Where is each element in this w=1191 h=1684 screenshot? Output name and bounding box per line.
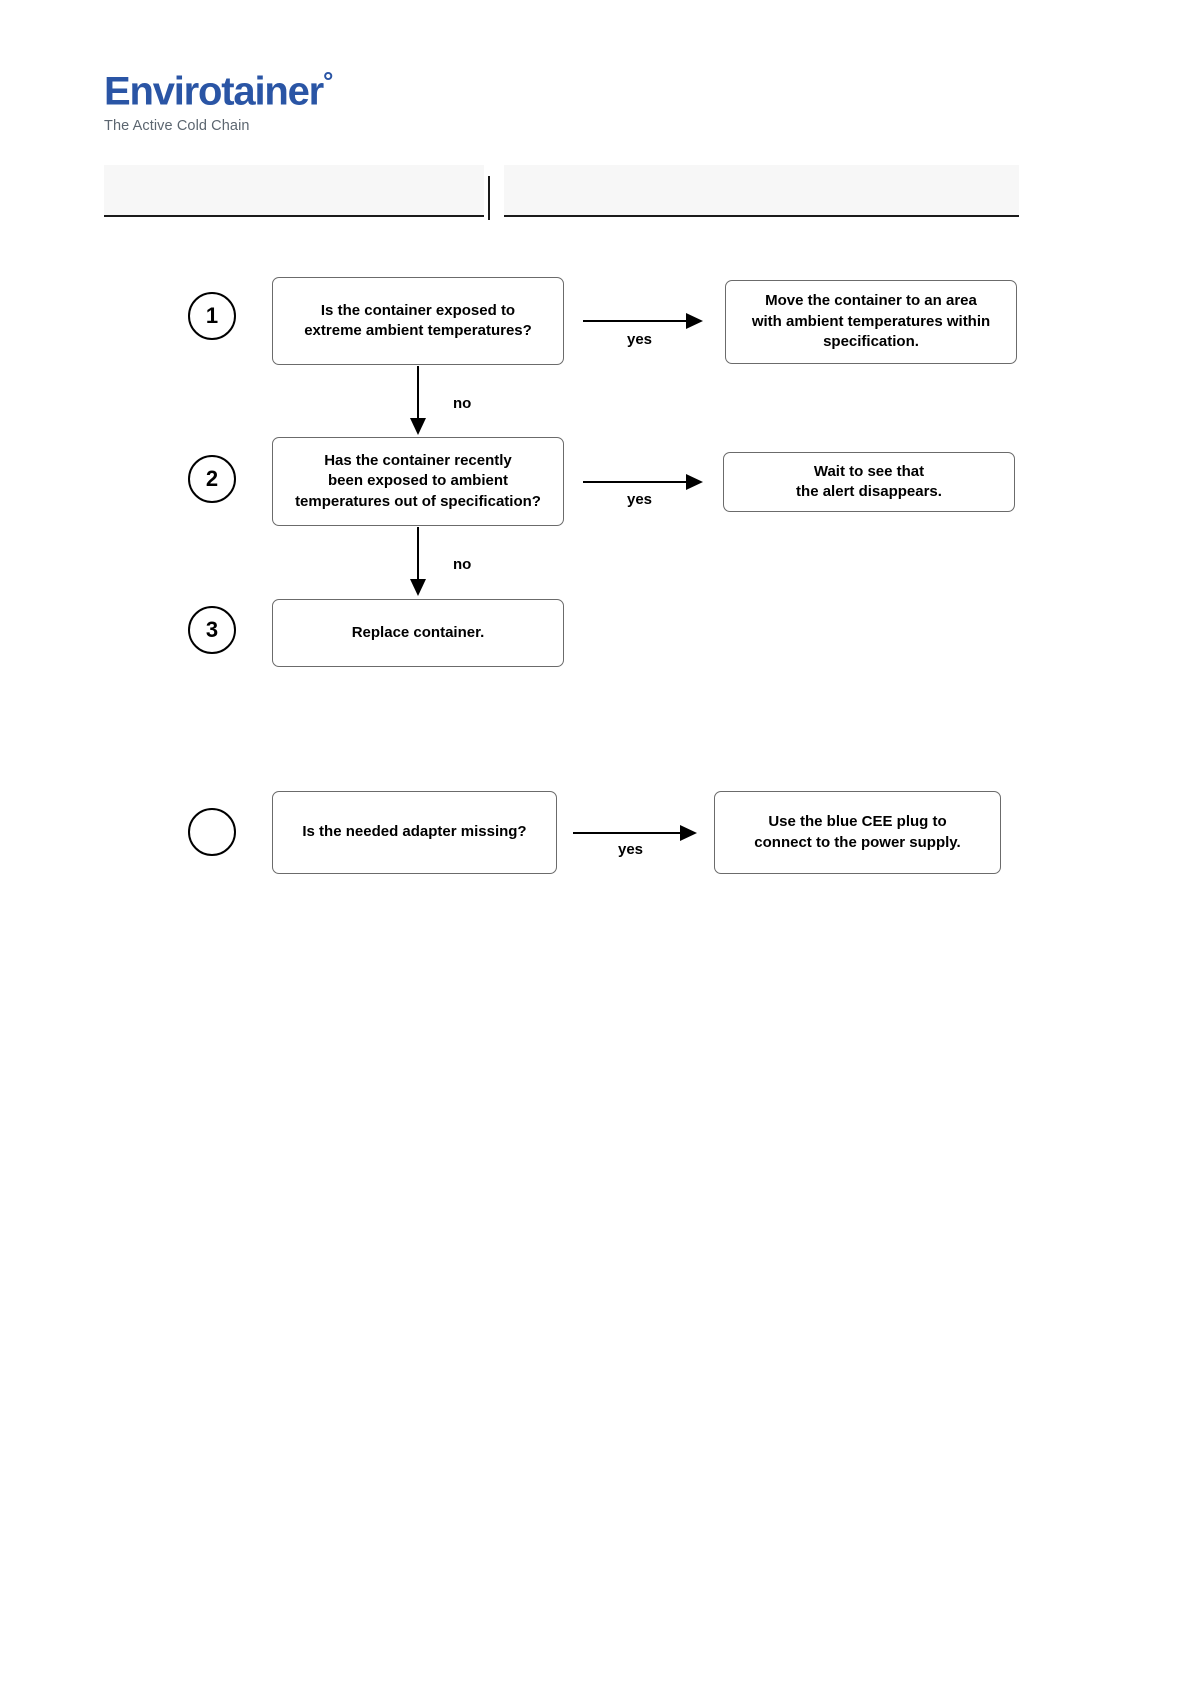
logo-tagline: The Active Cold Chain	[104, 118, 250, 135]
edge-label-yes-1: yes	[627, 331, 653, 348]
arrow-yes-1	[583, 313, 703, 329]
action-box-3-text: Replace container.	[351, 623, 485, 641]
arrow-yes-4	[573, 825, 697, 841]
edge-label-no-1: no	[453, 395, 472, 412]
action-box-4[interactable]: Use the blue CEE plug to connect to the …	[714, 791, 1001, 874]
decision-box-2[interactable]: Has the container recently been exposed …	[272, 437, 564, 526]
logo-wordmark: Envirotainer°	[104, 68, 524, 111]
header-bar-right-text	[504, 165, 1019, 179]
logo-wordmark-text: Envirotainer	[104, 69, 324, 114]
action-box-4-text: Use the blue CEE plug to connect to the …	[754, 813, 961, 851]
decision-box-4-text: Is the needed adapter missing?	[302, 823, 527, 841]
decision-box-1-text: Is the container exposed to extreme ambi…	[304, 301, 532, 339]
arrow-yes-2	[583, 474, 703, 490]
action-box-2[interactable]: Wait to see that the alert disappears.	[723, 452, 1015, 512]
decision-box-2-text: Has the container recently been exposed …	[295, 451, 541, 510]
action-box-1[interactable]: Move the container to an area with ambie…	[725, 280, 1017, 364]
step-number-2: 2	[188, 455, 236, 503]
edge-label-no-2: no	[453, 556, 472, 573]
arrow-no-2	[410, 527, 426, 596]
decision-box-4[interactable]: Is the needed adapter missing?	[272, 791, 557, 874]
header-bar-left	[104, 165, 484, 217]
action-box-1-text: Move the container to an area with ambie…	[751, 292, 991, 351]
logo-degree-icon: °	[323, 66, 334, 96]
header-bar-left-text	[104, 165, 484, 179]
edge-label-yes-2: yes	[627, 491, 653, 508]
brand-logo: Envirotainer° The Active Cold Chain	[104, 68, 524, 134]
step-number-4	[188, 808, 236, 856]
header-divider	[488, 176, 490, 220]
edge-label-yes-4: yes	[618, 841, 644, 858]
step-number-3: 3	[188, 606, 236, 654]
header-bar-right	[504, 165, 1019, 217]
action-box-2-text: Wait to see that the alert disappears.	[796, 462, 942, 500]
arrow-no-1	[410, 366, 426, 435]
decision-box-1[interactable]: Is the container exposed to extreme ambi…	[272, 277, 564, 365]
step-number-1: 1	[188, 292, 236, 340]
action-box-3[interactable]: Replace container.	[272, 599, 564, 667]
